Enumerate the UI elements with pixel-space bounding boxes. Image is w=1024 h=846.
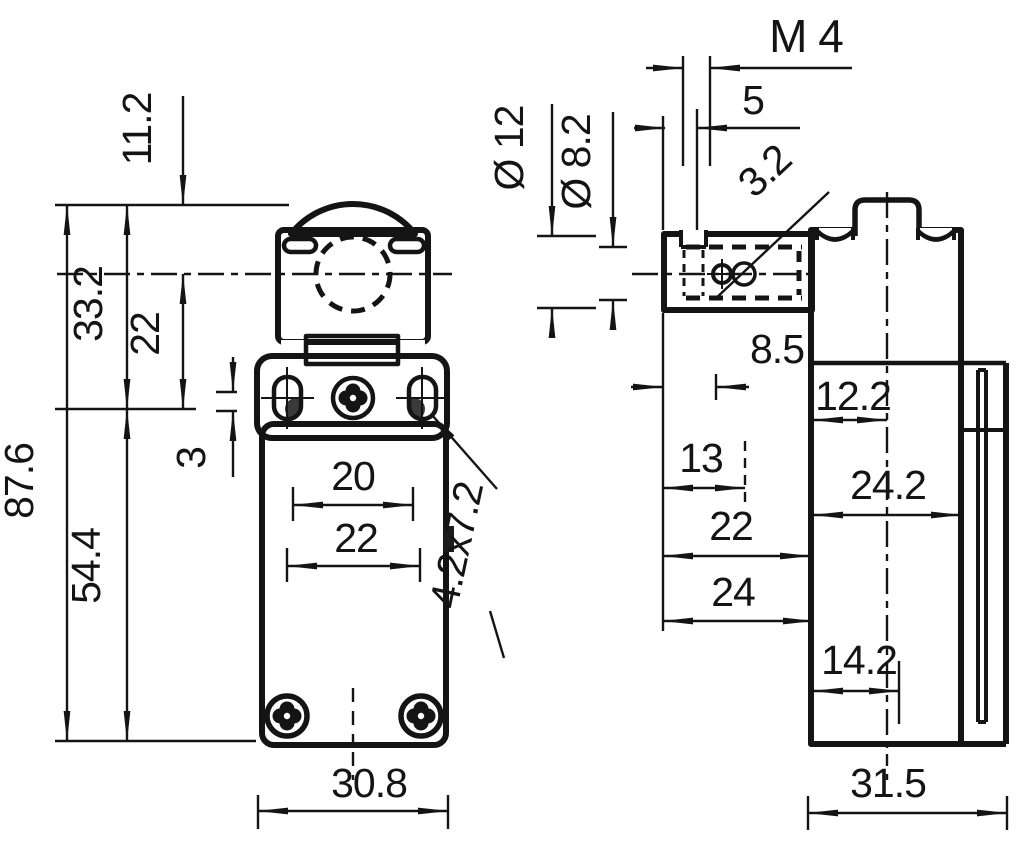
dim-side-gland-axis-offset: 14.2 [821,637,897,683]
dim-side-head-overall-depth: 24 [711,569,755,615]
dim-front-head-height: 33.2 [65,266,111,342]
front-center-screw [330,375,376,421]
side-head [661,231,815,313]
side-top-slot-left [815,228,855,246]
front-neck-gap-right [400,340,425,355]
dim-front-mounting-slot: 4.2x7.2 [421,478,493,612]
front-neck-gap-left [281,340,305,355]
dim-side-head-diameter: Ø 12 [486,106,532,191]
front-side-slot-edge [444,526,454,552]
side-view [632,192,1009,780]
dim-front-overall-height: 87.6 [0,443,42,519]
dim-front-center-to-flange: 22 [122,312,168,356]
dim-side-head-depth: 22 [709,503,753,549]
dim-side-thread-depth: 5 [742,77,764,123]
side-thread-hole-mouth [679,228,708,296]
front-head-slot-left [281,236,319,255]
dim-front-flange-step: 3 [168,447,214,469]
dim-front-body-height: 54.4 [63,528,109,604]
front-dome-plunger [288,200,418,237]
dim-side-thread: M 4 [769,10,843,62]
dim-side-body-depth-upper: 24.2 [850,462,926,508]
dim-side-overall-depth: 31.5 [850,760,926,806]
front-bottom-screw-left [264,693,310,739]
front-neck [303,333,401,367]
side-top-slot-right [916,228,956,246]
dim-front-hole-pitch-outer: 22 [334,515,378,561]
front-mounting-slot-right [396,367,449,429]
dim-side-cross-hole-diameter: 3.2 [729,136,800,206]
front-body [259,421,449,748]
dim-side-body-axis-offset: 12.2 [815,373,891,419]
dim-front-body-width: 30.8 [331,760,407,806]
dim-front-top-to-center: 11.2 [114,93,160,166]
side-dimensions: M 4 5 Ø 12 Ø 8.2 3.2 8.5 13 22 [486,10,1009,830]
dim-side-hole-axis-offset: 13 [679,435,723,481]
dim-side-bore-diameter: Ø 8.2 [553,114,599,209]
front-head-slot-right [387,236,427,255]
front-bottom-screw-right [398,693,444,739]
dim-side-head-front-offset: 8.5 [750,326,804,372]
front-mounting-slot-left [261,367,314,429]
side-cover-flange [811,360,1009,747]
front-head [275,227,431,345]
dim-front-hole-pitch-inner: 20 [331,453,375,499]
